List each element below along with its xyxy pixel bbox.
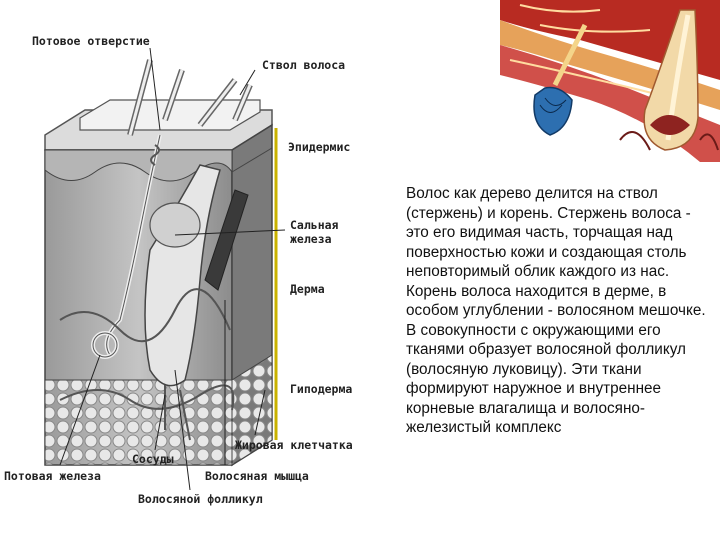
label-fat-tissue: Жировая клетчатка: [235, 438, 353, 452]
skin-hair-diagram: Потовое отверстие Ствол волоса Эпидермис…: [4, 34, 353, 506]
blood-vessels: [59, 288, 231, 343]
label-hair-shaft: Ствол волоса: [262, 58, 346, 72]
label-sebaceous-gland: Сальная железа: [290, 218, 339, 246]
label-vessels: Сосуды: [132, 452, 174, 466]
label-hair-muscle: Волосяная мышца: [205, 469, 309, 483]
hair-muscle-shape: [204, 189, 249, 291]
label-hypodermis: Гиподерма: [290, 382, 353, 396]
label-sweat-gland: Потовая железа: [4, 469, 101, 483]
hair-follicle-shape: [144, 164, 221, 387]
skin-block-illustration: [44, 47, 286, 491]
sebaceous-gland-shape: [149, 202, 201, 248]
label-hair-follicle: Волосяной фолликул: [138, 492, 263, 506]
label-sweat-pore: Потовое отверстие: [32, 34, 150, 48]
label-epidermis: Эпидермис: [288, 140, 351, 154]
description-text: Волос как дерево делится на ствол (стерж…: [406, 185, 706, 436]
hair-follicle-illustration: [500, 0, 720, 162]
label-dermis: Дерма: [290, 282, 325, 296]
